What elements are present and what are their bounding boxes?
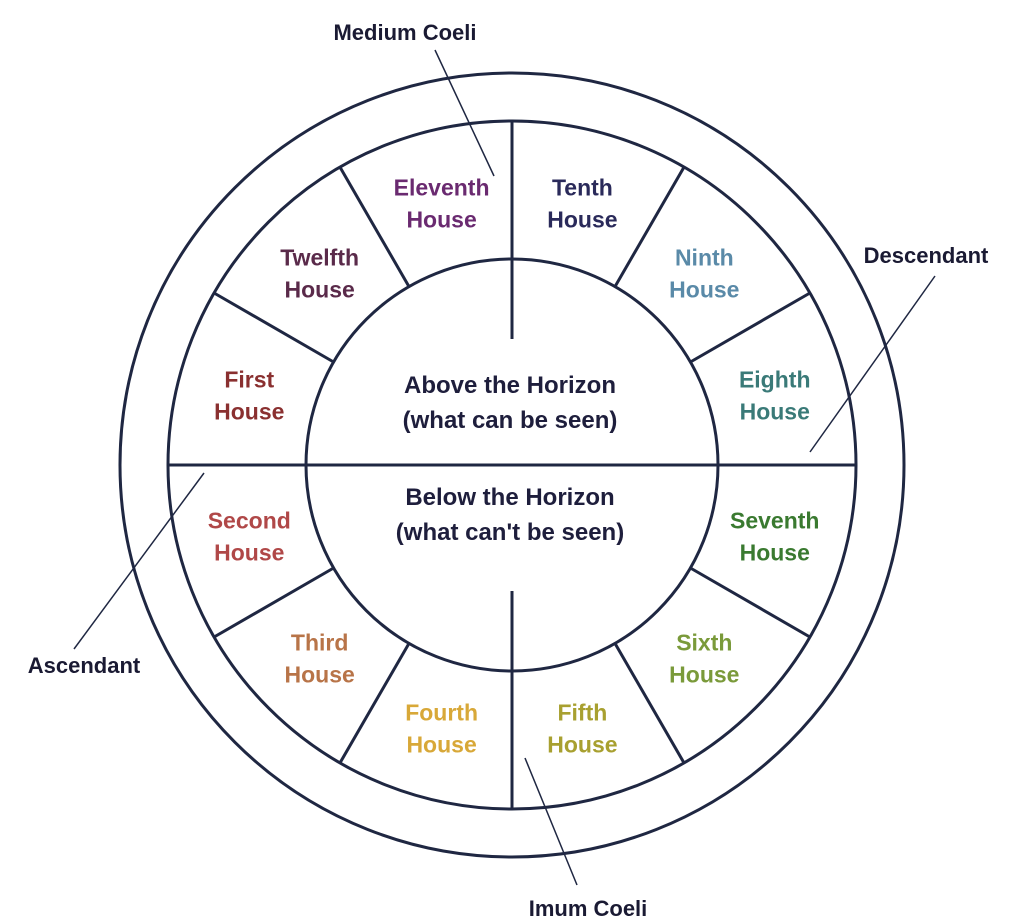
descendant-pointer bbox=[809, 275, 936, 453]
house-name: Twelfth bbox=[280, 245, 359, 271]
house-name: Sixth bbox=[676, 629, 732, 655]
house-word: House bbox=[547, 732, 617, 758]
above-horizon-title: Above the Horizon bbox=[404, 372, 616, 399]
house-name: First bbox=[224, 367, 274, 393]
house-name: Seventh bbox=[730, 507, 819, 533]
ascendant-label: Ascendant bbox=[28, 653, 141, 678]
medium-coeli-label: Medium Coeli bbox=[333, 20, 476, 45]
cusp-line bbox=[213, 291, 335, 364]
house-word: House bbox=[740, 539, 810, 565]
wheel-structure bbox=[118, 71, 906, 859]
cusp-line bbox=[613, 642, 686, 764]
cusp-line bbox=[689, 291, 811, 364]
house-labels: FirstHouseSecondHouseThirdHouseFourthHou… bbox=[208, 174, 820, 757]
house-word: House bbox=[669, 277, 739, 303]
house-name: Tenth bbox=[552, 174, 613, 200]
house-word: House bbox=[740, 399, 810, 425]
axis-pointers bbox=[73, 49, 936, 886]
house-word: House bbox=[214, 399, 284, 425]
medium-coeli-pointer bbox=[434, 49, 495, 177]
cusp-line bbox=[689, 566, 811, 639]
house-word: House bbox=[285, 277, 355, 303]
house-word: House bbox=[406, 732, 476, 758]
below-horizon-subtitle: (what can't be seen) bbox=[396, 519, 624, 546]
cusp-line bbox=[338, 642, 411, 764]
cusp-line bbox=[213, 566, 335, 639]
house-name: Eighth bbox=[739, 367, 811, 393]
house-name: Fourth bbox=[405, 700, 478, 726]
house-name: Ninth bbox=[675, 245, 734, 271]
house-name: Second bbox=[208, 507, 291, 533]
imum-coeli-label: Imum Coeli bbox=[529, 896, 648, 921]
imum-coeli-pointer bbox=[524, 757, 578, 886]
descendant-label: Descendant bbox=[864, 243, 989, 268]
house-word: House bbox=[214, 539, 284, 565]
below-horizon-title: Below the Horizon bbox=[405, 484, 614, 511]
house-name: Third bbox=[291, 629, 349, 655]
cusp-line bbox=[613, 166, 686, 288]
outer-ring bbox=[118, 71, 906, 859]
house-word: House bbox=[669, 661, 739, 687]
house-name: Eleventh bbox=[394, 174, 490, 200]
above-horizon-subtitle: (what can be seen) bbox=[403, 407, 618, 434]
house-word: House bbox=[406, 206, 476, 232]
house-word: House bbox=[285, 661, 355, 687]
house-name: Fifth bbox=[557, 700, 607, 726]
cusp-line bbox=[338, 166, 411, 288]
ascendant-pointer bbox=[73, 472, 205, 650]
house-word: House bbox=[547, 206, 617, 232]
